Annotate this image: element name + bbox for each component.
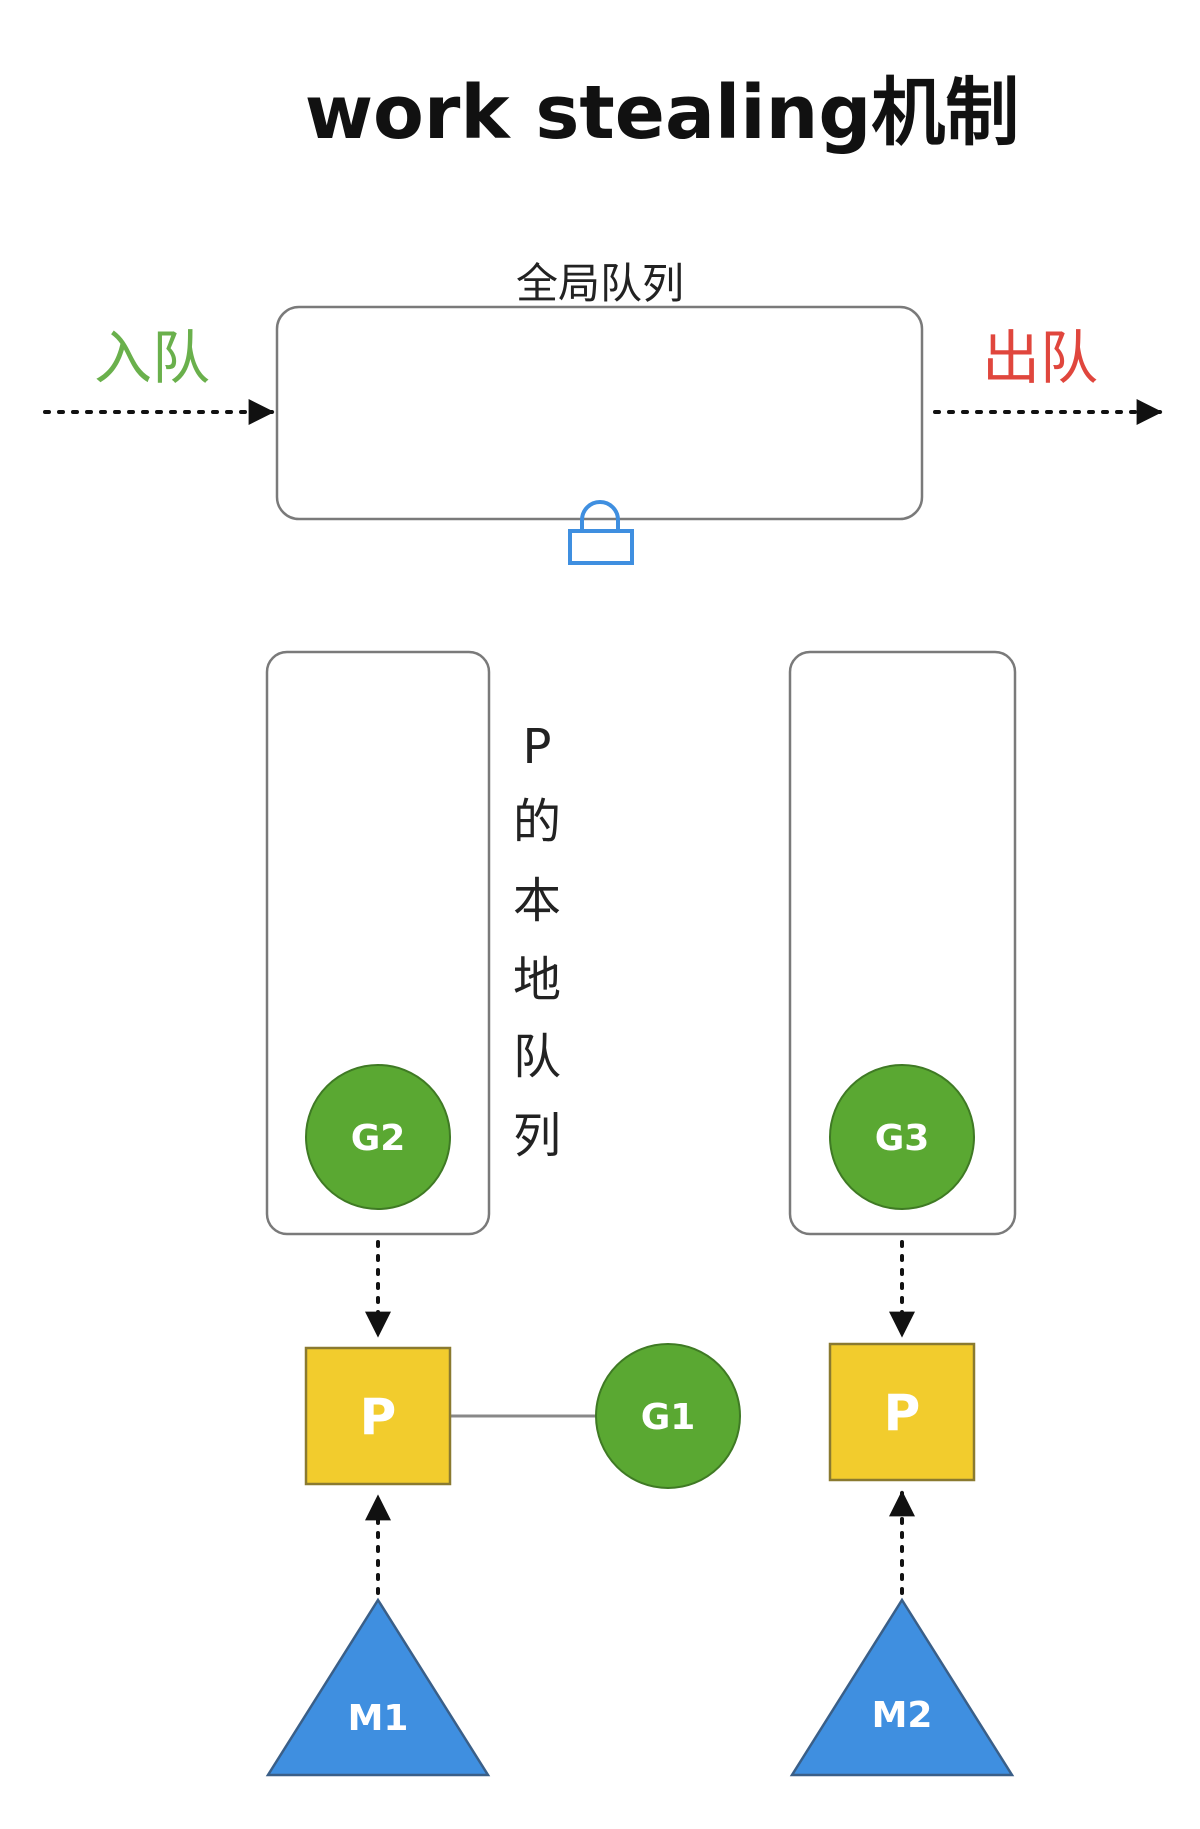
diagram-title: work stealing机制: [305, 70, 1020, 156]
local-queue-label-char: 列: [513, 1108, 561, 1164]
processor-p-right: P: [828, 1342, 976, 1482]
local-queue-label-char: 队: [513, 1029, 561, 1085]
local-queue-label-char: 本: [513, 873, 561, 929]
local-queue-label-char: 的: [513, 794, 561, 850]
lock-icon: [568, 500, 634, 565]
machine-m2: M2: [789, 1597, 1015, 1777]
processor-p-left: P: [304, 1346, 452, 1486]
goroutine-g2: G2: [305, 1064, 451, 1210]
machine-m1-label: M1: [348, 1698, 409, 1739]
global-queue-box: [275, 305, 924, 521]
machine-m2-label: M2: [872, 1695, 933, 1736]
processor-p-right-label: P: [884, 1384, 921, 1442]
local-queue-label-char: P: [523, 719, 552, 775]
local-queue-box-right: [788, 650, 1017, 1236]
enqueue-label: 入队: [94, 324, 210, 392]
processor-p-left-label: P: [360, 1388, 397, 1446]
local-queue-label-char: 地: [513, 952, 561, 1008]
goroutine-g3-label: G3: [875, 1118, 930, 1159]
goroutine-g1: G1: [595, 1343, 741, 1489]
goroutine-g1-label: G1: [641, 1397, 696, 1438]
local-queue-box-left: [265, 650, 491, 1236]
goroutine-g3: G3: [829, 1064, 975, 1210]
machine-m1: M1: [265, 1597, 491, 1777]
goroutine-g2-label: G2: [351, 1118, 406, 1159]
local-queue-vertical-label: P 的 本 地 队 列: [513, 719, 561, 1164]
dequeue-label: 出队: [982, 324, 1098, 392]
global-queue-label: 全局队列: [516, 259, 684, 308]
